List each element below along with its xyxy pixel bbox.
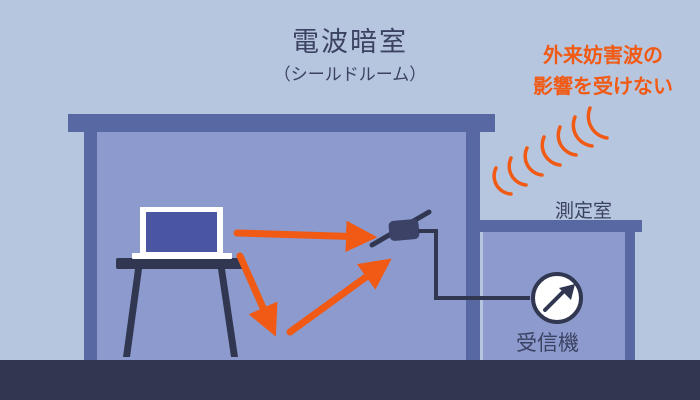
chamber-subtitle: （シールドルーム） [273, 65, 427, 85]
chamber-left-wall [84, 132, 97, 360]
measurement-room-roof [474, 220, 642, 232]
antenna-icon [369, 209, 432, 248]
interference-waves [492, 106, 609, 196]
chamber-title: 電波暗室 [292, 27, 408, 58]
direct-wave-arrow [233, 220, 378, 253]
floor-incident-arrow [236, 252, 278, 337]
laptop-icon [132, 207, 232, 259]
interference-note-line1: 外来妨害波の [543, 43, 663, 67]
radio-wave-arrows [233, 220, 392, 337]
measurement-room-wall [625, 232, 635, 360]
chamber-right-wall [466, 132, 480, 360]
chamber-roof [68, 114, 495, 132]
table [116, 258, 244, 357]
receiver-label: 受信機 [516, 331, 579, 355]
measurement-room-label: 測定室 [555, 200, 613, 222]
floor [0, 360, 700, 400]
reflected-wave-arrow [286, 258, 392, 336]
interference-note: 外来妨害波の 影響を受けない [508, 40, 698, 102]
gauge-icon [531, 272, 583, 324]
interference-note-line2: 影響を受けない [533, 74, 673, 98]
antenna-cable [418, 229, 530, 300]
